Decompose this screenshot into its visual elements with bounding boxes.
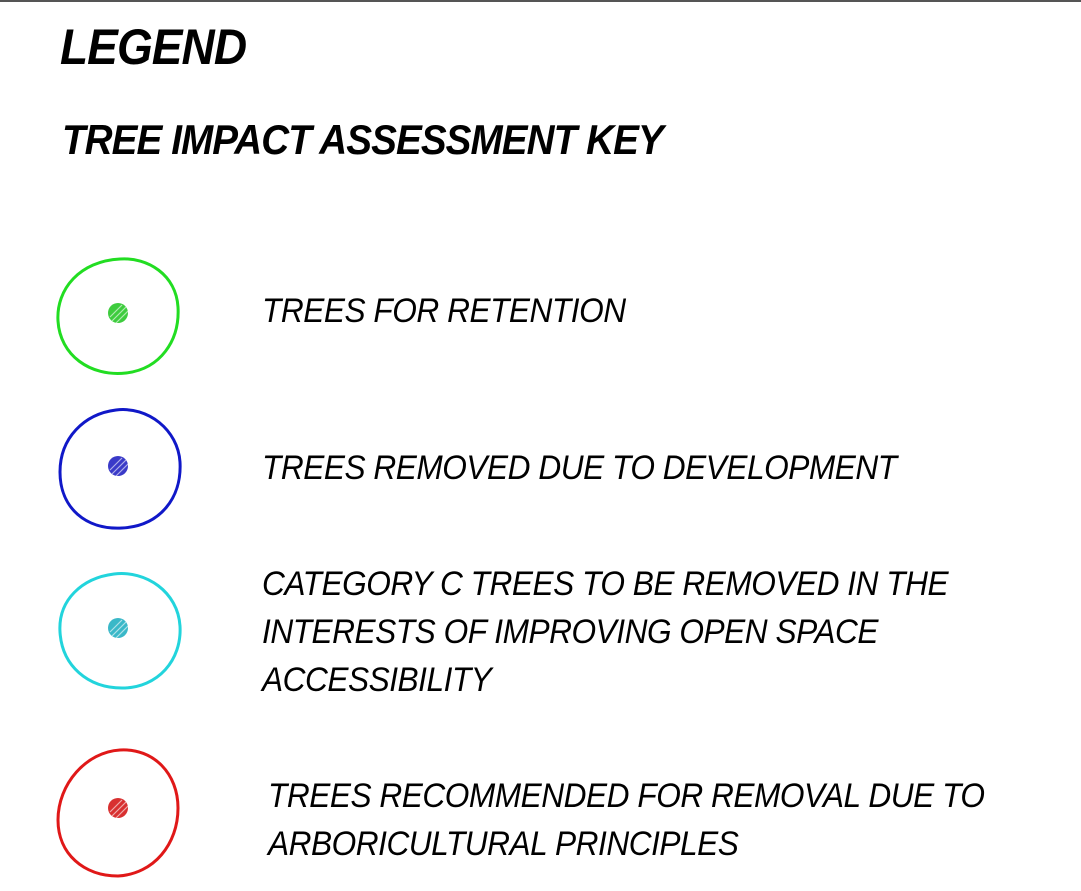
legend-entry-retention: TREES FOR RETENTION <box>0 245 1081 385</box>
legend-entry-arboricultural: TREES RECOMMENDED FOR REMOVAL DUE TO ARB… <box>0 742 1081 882</box>
legend-subtitle: TREE IMPACT ASSESSMENT KEY <box>62 116 664 163</box>
tree-trunk-dot <box>108 303 128 323</box>
legend-entry-category-c: CATEGORY C TREES TO BE REMOVED IN THE IN… <box>0 560 1081 710</box>
legend-title: LEGEND <box>60 19 247 75</box>
tree-canopy-ring <box>58 408 182 530</box>
legend-label-development: TREES REMOVED DUE TO DEVELOPMENT <box>262 449 897 487</box>
legend-label-arboricultural: TREES RECOMMENDED FOR REMOVAL DUE TO ARB… <box>268 777 985 863</box>
tree-canopy-ring <box>56 748 180 878</box>
tree-trunk-hatch <box>109 619 129 639</box>
tree-symbol-red-icon <box>56 748 180 878</box>
tree-trunk-dot <box>108 618 128 638</box>
tree-symbol-cyan-icon <box>58 572 182 690</box>
legend-label-category-c: CATEGORY C TREES TO BE REMOVED IN THE IN… <box>262 565 949 699</box>
tree-canopy-ring <box>58 572 182 690</box>
tree-symbol-green-icon <box>56 257 180 375</box>
tree-symbol-blue-icon <box>58 408 182 530</box>
tree-trunk-hatch <box>109 304 129 324</box>
top-border <box>0 0 1081 2</box>
tree-trunk-hatch <box>109 457 129 477</box>
tree-canopy-ring <box>56 257 180 375</box>
legend-label-retention: TREES FOR RETENTION <box>262 292 626 330</box>
tree-trunk-dot <box>108 456 128 476</box>
legend-entry-development: TREES REMOVED DUE TO DEVELOPMENT <box>0 400 1081 540</box>
tree-trunk-hatch <box>109 799 129 819</box>
tree-trunk-dot <box>108 798 128 818</box>
